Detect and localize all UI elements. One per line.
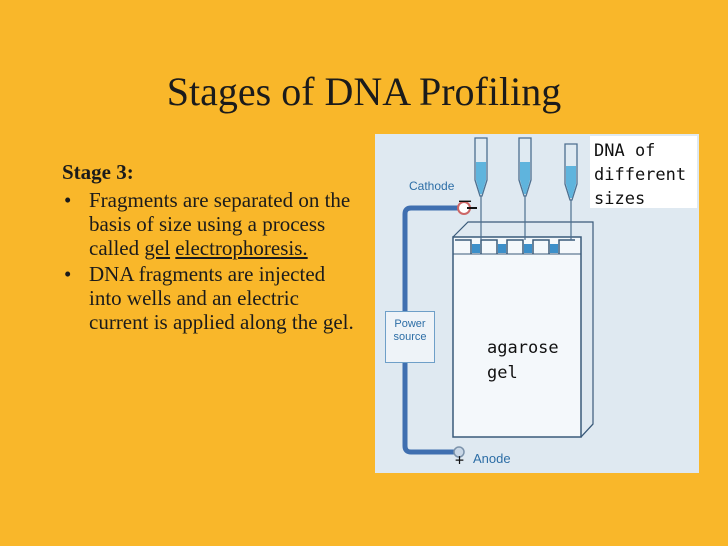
- stage-heading: Stage 3:: [62, 160, 134, 184]
- dna-label-line1: DNA of: [594, 141, 656, 161]
- pipette-3: [564, 143, 578, 240]
- gel-label-line1: agarose: [487, 338, 559, 358]
- bullet2-text: DNA fragments are injected into wells an…: [89, 262, 354, 334]
- bullet-item-fragments: Fragments are separated on the basis of …: [62, 188, 362, 260]
- bullet-item-injection: DNA fragments are injected into wells an…: [62, 262, 362, 334]
- anode-label: Anode: [473, 451, 511, 466]
- gel-label-line2: gel: [487, 363, 518, 383]
- anode-terminal: [453, 446, 465, 458]
- pipette-1: [474, 137, 488, 240]
- slide-title: Stages of DNA Profiling: [166, 69, 562, 114]
- cathode-label: Cathode: [409, 179, 455, 193]
- bullet-list: Fragments are separated on the basis of …: [62, 188, 362, 334]
- gel-corner: [580, 423, 594, 438]
- minus-sign: –: [459, 188, 472, 212]
- bullet1-term-gel: gel: [144, 236, 171, 260]
- gel-tank-front: [452, 236, 582, 438]
- text-column: Stage 3: Fragments are separated on the …: [62, 160, 362, 336]
- power-source-box: Power source: [385, 311, 435, 363]
- well-2: [498, 244, 506, 253]
- pipette-2: [518, 137, 532, 240]
- dna-label-line3: sizes: [594, 189, 646, 209]
- dna-label-line2: different: [594, 165, 687, 185]
- well-comb: [455, 239, 575, 254]
- dna-sizes-label: DNA of different sizes: [590, 136, 697, 209]
- power-label-line1: Power: [394, 318, 426, 330]
- plus-sign: +: [455, 451, 465, 469]
- power-label-line2: source: [393, 331, 427, 343]
- well-3: [524, 244, 532, 253]
- bullet1-text: Fragments are separated on the basis of …: [89, 188, 351, 260]
- well-1: [472, 244, 480, 253]
- well-4: [550, 244, 558, 253]
- bullet1-term-electrophoresis: electrophoresis.: [175, 236, 308, 260]
